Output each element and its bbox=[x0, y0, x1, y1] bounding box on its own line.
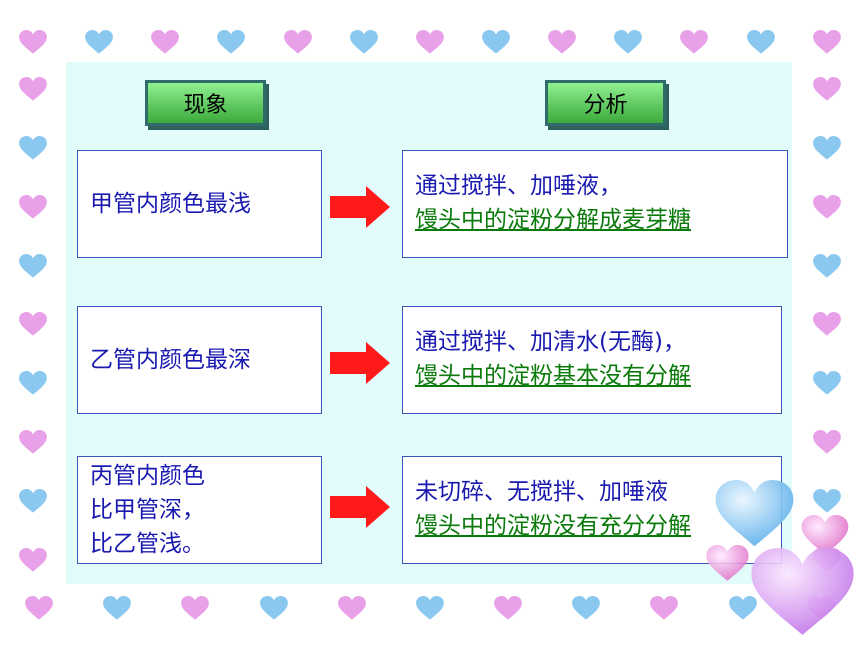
heart-icon bbox=[18, 193, 48, 221]
arrow-right-icon bbox=[330, 486, 390, 528]
analysis-text: 馒头中的淀粉分解成麦芽糖 bbox=[415, 207, 691, 233]
heart-icon bbox=[812, 488, 842, 516]
heart-icon bbox=[283, 28, 313, 56]
heart-icon bbox=[415, 28, 445, 56]
heart-icon bbox=[18, 311, 48, 339]
heart-icon bbox=[715, 480, 794, 547]
heart-icon bbox=[102, 594, 132, 622]
analysis-header-text: 分析 bbox=[583, 93, 628, 118]
analysis-box-3: 未切碎、无搅拌、加唾液 馒头中的淀粉没有充分分解 bbox=[402, 456, 782, 564]
bottom-heart-border bbox=[0, 594, 860, 622]
cause-text: 未切碎、无搅拌、加唾液 bbox=[415, 479, 668, 505]
heart-icon bbox=[259, 594, 289, 622]
heart-icon bbox=[812, 28, 842, 56]
heart-icon bbox=[481, 28, 511, 56]
top-heart-border bbox=[0, 28, 860, 56]
heart-icon bbox=[706, 545, 749, 581]
phenomenon-box-1: 甲管内颜色最浅 bbox=[77, 150, 322, 258]
heart-icon bbox=[812, 370, 842, 398]
phenomenon-header-text: 现象 bbox=[183, 93, 228, 118]
cause-text: 通过搅拌、加唾液， bbox=[415, 173, 622, 199]
heart-icon bbox=[18, 370, 48, 398]
heart-icon bbox=[216, 28, 246, 56]
heart-icon bbox=[150, 28, 180, 56]
heart-icon bbox=[812, 252, 842, 280]
phenomenon-text: 比甲管深， bbox=[90, 497, 205, 523]
heart-icon bbox=[746, 28, 776, 56]
heart-icon bbox=[679, 28, 709, 56]
heart-icon bbox=[613, 28, 643, 56]
phenomenon-header: 现象 bbox=[145, 80, 266, 126]
phenomenon-box-2: 乙管内颜色最深 bbox=[77, 306, 322, 414]
right-heart-border bbox=[812, 60, 842, 590]
phenomenon-box-3: 丙管内颜色 比甲管深， 比乙管浅。 bbox=[77, 456, 322, 564]
phenomenon-text: 乙管内颜色最深 bbox=[90, 347, 251, 373]
analysis-text: 馒头中的淀粉基本没有分解 bbox=[415, 363, 691, 389]
heart-icon bbox=[180, 594, 210, 622]
heart-icon bbox=[18, 488, 48, 516]
heart-icon bbox=[547, 28, 577, 56]
heart-icon bbox=[812, 193, 842, 221]
cause-text: 通过搅拌、加清水(无酶)， bbox=[415, 329, 686, 355]
heart-icon bbox=[24, 594, 54, 622]
heart-icon bbox=[18, 546, 48, 574]
heart-icon bbox=[18, 134, 48, 162]
analysis-box-2: 通过搅拌、加清水(无酶)， 馒头中的淀粉基本没有分解 bbox=[402, 306, 782, 414]
heart-icon bbox=[812, 75, 842, 103]
phenomenon-text: 甲管内颜色最浅 bbox=[90, 191, 251, 217]
heart-icon bbox=[18, 252, 48, 280]
arrow-right-icon bbox=[330, 342, 390, 384]
heart-icon bbox=[812, 429, 842, 457]
left-heart-border bbox=[18, 60, 48, 590]
analysis-header: 分析 bbox=[545, 80, 666, 126]
heart-icon bbox=[337, 594, 367, 622]
phenomenon-text: 丙管内颜色 bbox=[90, 463, 205, 489]
heart-icon bbox=[571, 594, 601, 622]
heart-icon bbox=[751, 548, 854, 635]
heart-icon bbox=[84, 28, 114, 56]
heart-icon bbox=[801, 515, 849, 555]
analysis-box-1: 通过搅拌、加唾液， 馒头中的淀粉分解成麦芽糖 bbox=[402, 150, 788, 258]
heart-icon bbox=[728, 594, 758, 622]
heart-icon bbox=[812, 311, 842, 339]
heart-icon bbox=[18, 28, 48, 56]
analysis-text: 馒头中的淀粉没有充分分解 bbox=[415, 513, 691, 539]
heart-icon bbox=[415, 594, 445, 622]
phenomenon-text: 比乙管浅。 bbox=[90, 531, 205, 557]
heart-icon bbox=[493, 594, 523, 622]
heart-icon bbox=[812, 134, 842, 162]
heart-icon bbox=[18, 429, 48, 457]
heart-icon bbox=[18, 75, 48, 103]
arrow-right-icon bbox=[330, 186, 390, 228]
heart-icon bbox=[349, 28, 379, 56]
heart-icon bbox=[649, 594, 679, 622]
